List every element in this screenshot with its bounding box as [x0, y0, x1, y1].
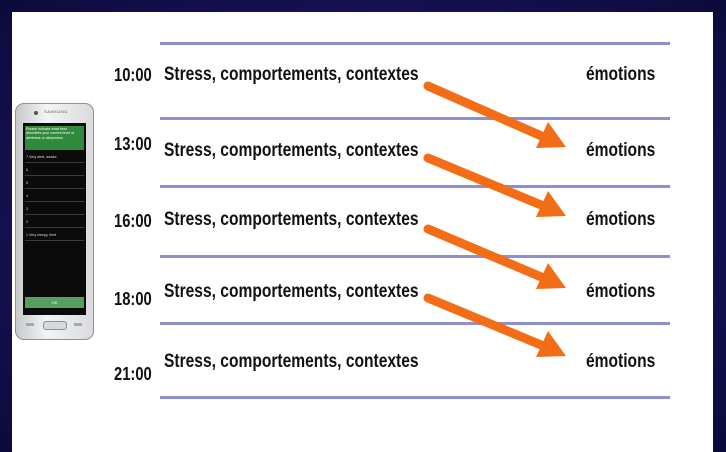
- survey-option: 5: [25, 178, 84, 189]
- survey-option: 4: [25, 191, 84, 202]
- survey-option: 6: [25, 165, 84, 176]
- time-label: 18:00: [114, 289, 152, 309]
- time-label: 16:00: [114, 211, 152, 231]
- activity-label: Stress, comportements, contextes: [164, 209, 419, 230]
- back-key-icon: [74, 323, 82, 326]
- separator-line: [160, 117, 670, 120]
- separator-line: [160, 185, 670, 188]
- outcome-label: émotions: [586, 281, 656, 302]
- time-label: 13:00: [114, 134, 152, 154]
- survey-option: 2: [25, 217, 84, 228]
- activity-label: Stress, comportements, contextes: [164, 140, 419, 161]
- menu-key-icon: [26, 323, 34, 326]
- phone-screen: Please indicate what best describes your…: [23, 123, 86, 315]
- home-button: [43, 321, 67, 330]
- activity-label: Stress, comportements, contextes: [164, 351, 419, 372]
- separator-line: [160, 396, 670, 399]
- survey-option: 1 Very sleepy, tired: [25, 230, 84, 241]
- separator-line: [160, 322, 670, 325]
- camera-icon: [34, 111, 38, 115]
- slide-panel: [12, 12, 713, 452]
- time-label: 21:00: [114, 364, 152, 384]
- separator-line: [160, 42, 670, 45]
- survey-ok-button: OK: [25, 297, 84, 308]
- survey-prompt: Please indicate what best describes your…: [25, 126, 84, 150]
- outcome-label: émotions: [586, 351, 656, 372]
- survey-option: 7 Very alert, awake: [25, 152, 84, 163]
- phone-brand: SAMSUNG: [44, 109, 68, 114]
- outcome-label: émotions: [586, 209, 656, 230]
- separator-line: [160, 255, 670, 258]
- survey-option: 3: [25, 204, 84, 215]
- outcome-label: émotions: [586, 64, 656, 85]
- outcome-label: émotions: [586, 140, 656, 161]
- time-label: 10:00: [114, 65, 152, 85]
- activity-label: Stress, comportements, contextes: [164, 64, 419, 85]
- activity-label: Stress, comportements, contextes: [164, 281, 419, 302]
- smartphone-illustration: SAMSUNG Please indicate what best descri…: [15, 103, 94, 340]
